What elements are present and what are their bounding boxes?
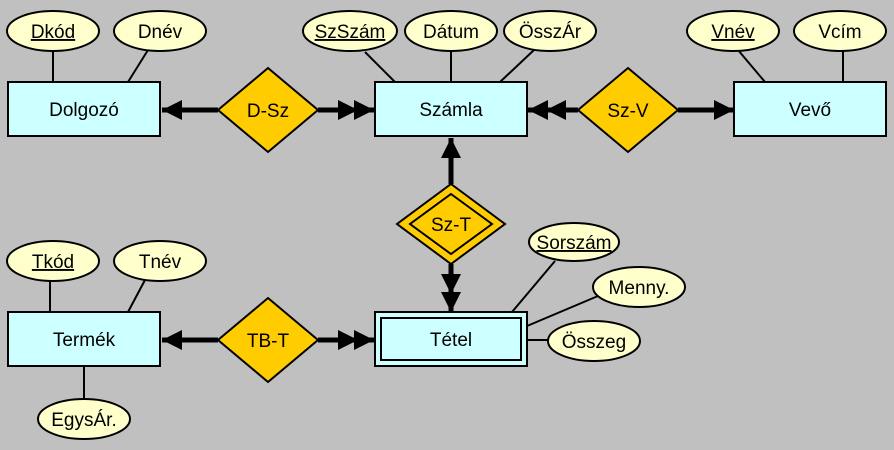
attribute-sorszam: Sorszám: [528, 222, 620, 262]
attribute-links: [49, 49, 844, 398]
attribute-vnev: Vnév: [686, 10, 780, 52]
attribute-tnev-label: Tnév: [139, 252, 182, 273]
attribute-vcim-label: Vcím: [818, 22, 861, 43]
link-menny: [526, 295, 599, 327]
attribute-osszeg: Összeg: [547, 320, 641, 362]
attribute-datum-label: Dátum: [423, 22, 479, 43]
entity-vevo-label: Vevő: [789, 100, 831, 121]
attribute-dkod-label: Dkód: [31, 22, 75, 43]
link-vnev: [737, 49, 766, 83]
attribute-menny-label: Menny.: [609, 278, 670, 299]
attribute-tkod-label: Tkód: [32, 252, 74, 273]
entity-szamla-label: Számla: [419, 100, 483, 121]
relationship-tb-t-label: TB-T: [247, 331, 290, 352]
link-tnev: [127, 279, 146, 313]
attribute-szszam-label: SzSzám: [315, 22, 386, 43]
relationship-sz-t: Sz-T: [395, 182, 507, 266]
attribute-egysar: EgysÁr.: [37, 398, 131, 440]
entity-tetel-label: Tétel: [430, 330, 472, 351]
attribute-tkod: Tkód: [6, 240, 100, 282]
attribute-sorszam-label: Sorszám: [537, 233, 612, 254]
attribute-dnev-label: Dnév: [138, 22, 183, 43]
relationship-sz-v-label: Sz-V: [607, 101, 649, 122]
entity-dolgozo: Dolgozó: [7, 81, 161, 137]
entity-tetel: Tétel: [374, 311, 528, 367]
relationship-links: [162, 100, 734, 350]
entity-dolgozo-label: Dolgozó: [49, 100, 119, 121]
attribute-tnev: Tnév: [113, 240, 207, 282]
attribute-osszar: ÖsszÁr: [503, 10, 597, 52]
attribute-vnev-label: Vnév: [711, 22, 755, 43]
link-sorszam: [511, 260, 556, 313]
link-szszam: [364, 51, 396, 83]
relationship-sz-t-label: Sz-T: [431, 215, 472, 236]
attribute-menny: Menny.: [592, 266, 686, 308]
relationship-tb-t: TB-T: [216, 296, 320, 384]
entity-termek: Termék: [7, 311, 161, 367]
attribute-datum: Dátum: [404, 10, 498, 52]
attribute-osszar-label: ÖsszÁr: [519, 22, 582, 43]
attribute-osszeg-label: Összeg: [562, 332, 626, 353]
link-dnev: [127, 49, 149, 83]
relationship-d-sz: D-Sz: [216, 66, 320, 154]
relationship-sz-v: Sz-V: [576, 66, 680, 154]
link-osszar: [499, 49, 535, 83]
entity-szamla: Számla: [374, 81, 528, 137]
attribute-dkod: Dkód: [6, 10, 100, 52]
attribute-vcim: Vcím: [793, 10, 887, 52]
relationship-d-sz-label: D-Sz: [247, 101, 289, 122]
attribute-egysar-label: EgysÁr.: [51, 410, 116, 431]
attribute-dnev: Dnév: [113, 10, 207, 52]
attribute-szszam: SzSzám: [302, 10, 398, 52]
entity-termek-label: Termék: [53, 330, 116, 351]
entity-vevo: Vevő: [733, 81, 887, 137]
